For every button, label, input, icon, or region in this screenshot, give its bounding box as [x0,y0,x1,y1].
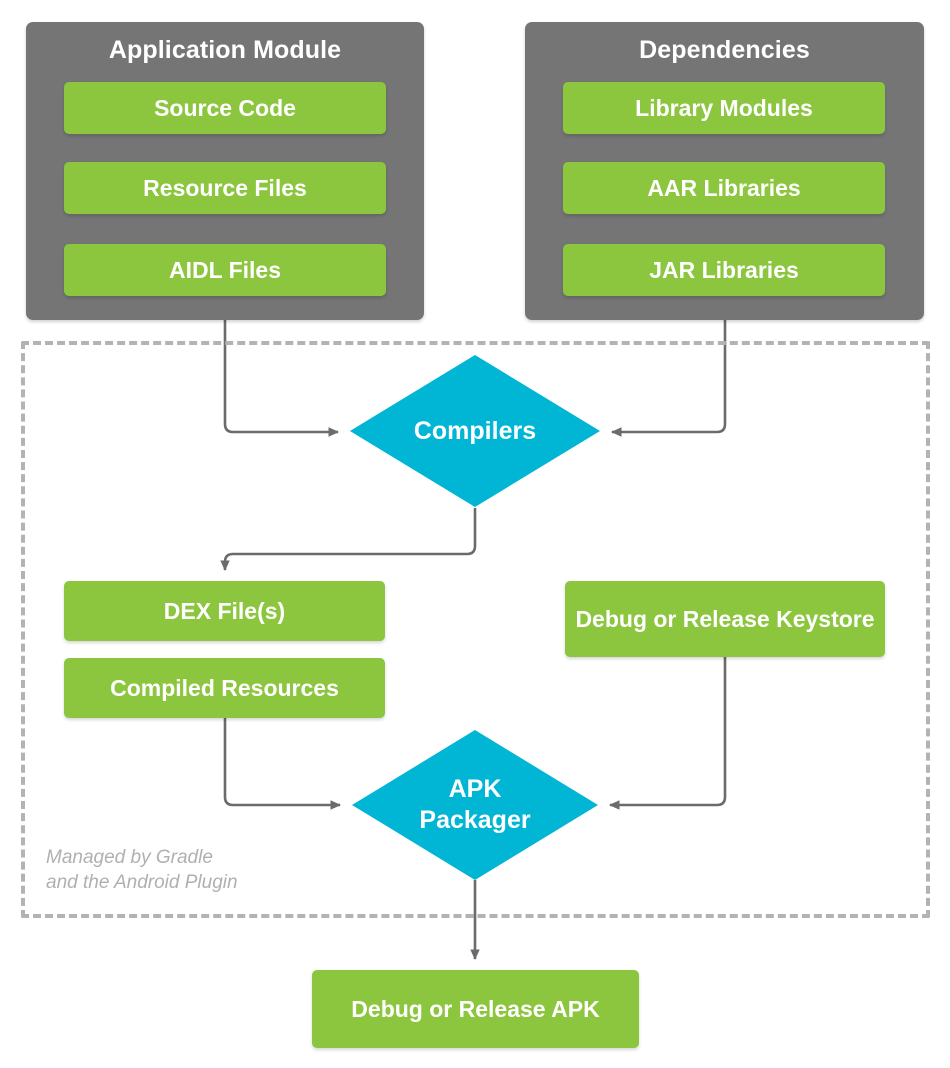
chip-dex-files: DEX File(s) [64,581,385,641]
application-module-title: Application Module [108,36,342,64]
chip-aidl-files: AIDL Files [64,244,386,296]
dependencies-title: Dependencies [639,36,810,64]
chip-aar-libraries: AAR Libraries [563,162,885,214]
compilers-diamond-shape [350,355,600,507]
apk-packager-node: APK Packager [352,730,598,880]
wire-resources-to-packager [223,718,341,810]
managed-by-gradle-region [21,341,930,918]
managed-by-gradle-caption: Managed by Gradle and the Android Plugin [46,847,238,893]
chip-resource-files: Resource Files [64,162,386,214]
chip-source-code: Source Code [64,82,386,134]
dependencies-panel: Dependencies Library Modules AAR Librari… [525,22,924,320]
wire-deps-to-compilers [611,320,727,437]
chip-debug-or-release-keystore: Debug or Release Keystore [565,581,885,657]
chip-compiled-resources: Compiled Resources [64,658,385,718]
wire-app-to-compilers [223,320,339,437]
wire-keystore-to-packager [609,657,727,810]
wire-compilers-to-dex [220,508,477,571]
chip-library-modules: Library Modules [563,82,885,134]
apk-packager-diamond-shape [352,730,598,880]
chip-jar-libraries: JAR Libraries [563,244,885,296]
chip-debug-or-release-apk: Debug or Release APK [312,970,639,1048]
application-module-panel: Application Module Source Code Resource … [26,22,424,320]
compilers-node: Compilers [350,355,600,507]
